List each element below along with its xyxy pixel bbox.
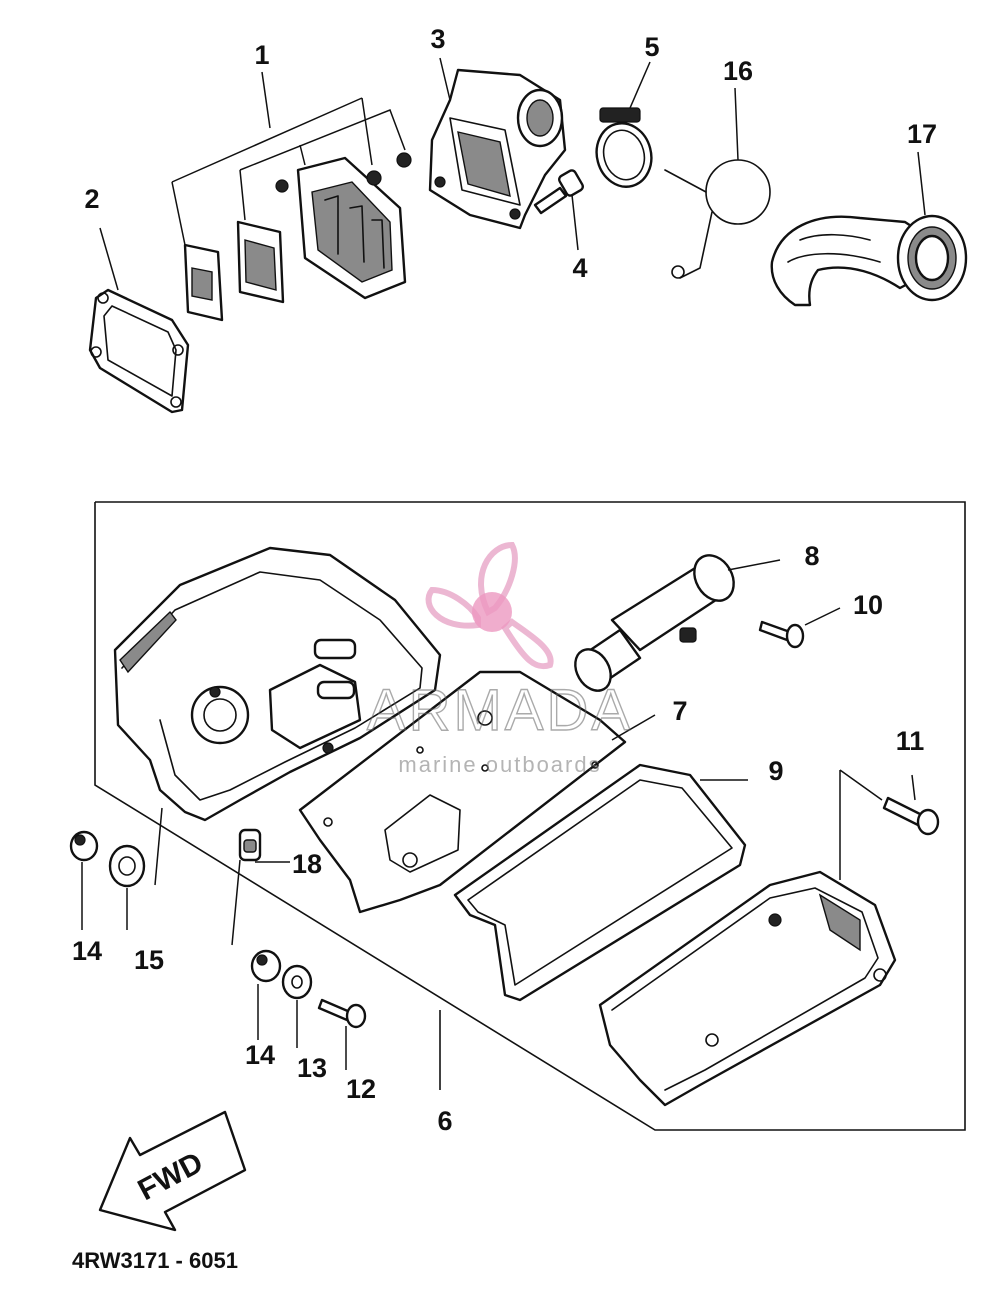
- callout-6: 6: [437, 1106, 452, 1136]
- watermark-subtitle: marine outboards: [398, 752, 601, 777]
- grommet-part-14-left: [69, 830, 99, 862]
- diagram-code: 4RW3171 - 6051: [72, 1248, 238, 1273]
- callout-7: 7: [672, 696, 687, 726]
- silencer-housing: [113, 546, 442, 822]
- callout-5: 5: [644, 32, 659, 62]
- silencer-cover: [598, 870, 897, 1107]
- callout-3: 3: [430, 24, 445, 54]
- intake-manifold-part-3: [428, 68, 567, 230]
- callout-12: 12: [346, 1074, 376, 1104]
- gasket-part-2: [88, 288, 190, 414]
- bolt-part-12: [317, 998, 367, 1029]
- callout-14-left: 14: [72, 936, 102, 966]
- damper-part-18: [238, 828, 262, 862]
- grommet-part-14-bottom: [250, 949, 282, 983]
- callout-15: 15: [134, 945, 164, 975]
- washer-part-13: [281, 964, 313, 1000]
- screw-small-b: [396, 152, 412, 168]
- callout-4: 4: [572, 253, 587, 283]
- reed-valve-bracket-lines: [171, 71, 406, 246]
- watermark-title: ARMADA: [367, 678, 633, 743]
- collar-part-15: [108, 844, 146, 888]
- bolt-part-4: [533, 169, 585, 215]
- reed-valve-block-part-1: [275, 156, 407, 300]
- reed-petal-right: [236, 220, 285, 304]
- callout-2: 2: [84, 184, 99, 214]
- callout-18: 18: [292, 849, 322, 879]
- elbow-hose-part-17: [770, 214, 968, 307]
- reed-petal-left: [183, 243, 224, 322]
- callout-16: 16: [723, 56, 753, 86]
- gasket-part-9: [453, 763, 747, 1002]
- hose-clamp-part-5: [595, 107, 653, 188]
- screw-part-10: [758, 620, 805, 649]
- armada-watermark: ARMADA marine outboards: [366, 541, 633, 777]
- propeller-logo-icon: [425, 541, 554, 670]
- intake-tube-part-8: [574, 554, 735, 692]
- wire-clip-part-16: [664, 159, 771, 279]
- callout-14-bottom: 14: [245, 1040, 275, 1070]
- screw-small-a: [366, 170, 382, 186]
- callout-13: 13: [297, 1053, 327, 1083]
- callout-8: 8: [804, 541, 819, 571]
- fwd-direction-arrow: FWD: [98, 1110, 247, 1232]
- screw-part-11: [882, 796, 940, 836]
- callout-17: 17: [907, 119, 937, 149]
- assembly-frame-lines: [94, 501, 966, 1131]
- silencer-plate-part-7: [298, 670, 627, 914]
- callout-11: 11: [896, 726, 925, 756]
- callout-9: 9: [768, 756, 783, 786]
- callout-10: 10: [853, 590, 883, 620]
- callout-1: 1: [254, 40, 269, 70]
